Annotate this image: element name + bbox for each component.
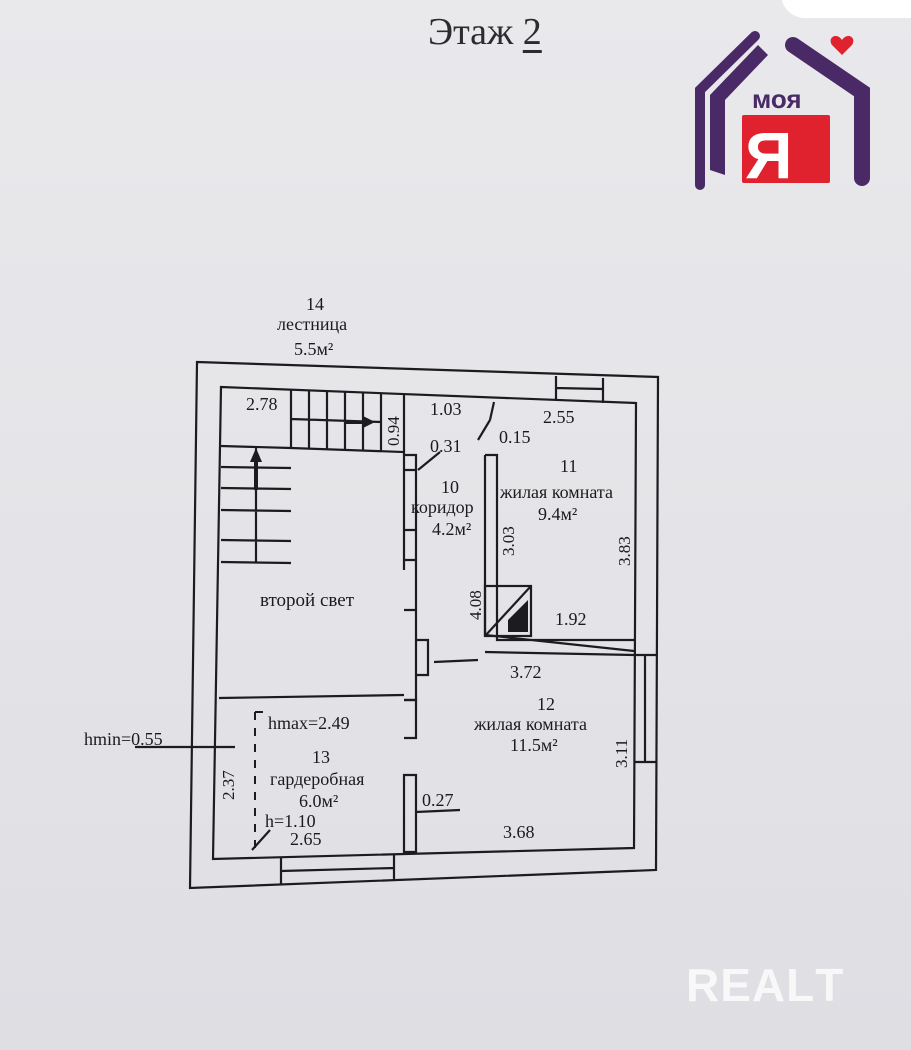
room12-name: жилая комната <box>473 714 587 734</box>
dim-hmin: hmin=0.55 <box>84 729 163 749</box>
corridor-left-wall <box>404 453 430 702</box>
top-window <box>554 376 605 403</box>
inner-wall <box>211 385 638 861</box>
dim-wardrobe-width: 2.65 <box>290 829 322 849</box>
wardrobe-area: 6.0м² <box>299 791 338 811</box>
dim-room11-bottom: 1.92 <box>555 609 587 629</box>
watermark: RЕALТ <box>686 959 845 1011</box>
stair-arrow-right-icon <box>345 416 375 428</box>
room12-door <box>433 650 635 664</box>
right-window <box>634 653 657 764</box>
dim-room12-top: 3.72 <box>510 662 542 682</box>
dashed-lines <box>254 711 270 848</box>
wardrobe-name: гардеробная <box>270 769 364 789</box>
stairs-number: 14 <box>306 294 324 314</box>
room12-bottom-wall <box>415 808 461 814</box>
dim-room11-step: 0.15 <box>499 427 531 447</box>
corridor-area: 4.2м² <box>432 519 471 539</box>
corner-card <box>781 0 911 18</box>
stair-arrows <box>250 416 528 632</box>
corridor-number: 10 <box>441 477 459 497</box>
title-word: Этаж <box>428 11 514 53</box>
corridor-name: коридор <box>411 497 474 517</box>
dim-room11-height: 3.83 <box>615 536 634 566</box>
dim-room11-width: 2.55 <box>543 407 575 427</box>
stairs-name: лестница <box>277 314 347 334</box>
title-number: 2 <box>522 11 542 53</box>
dim-room11-inner: 3.03 <box>499 526 518 556</box>
page-title: Этаж 2 <box>428 10 542 54</box>
dim-h: h=1.10 <box>265 811 316 831</box>
chimney <box>483 584 533 638</box>
dim-room12-height: 3.11 <box>612 739 631 768</box>
dim-room12-bottom: 3.68 <box>503 822 535 842</box>
corridor-door <box>417 401 496 471</box>
dim-stairs-width: 2.78 <box>246 394 278 414</box>
stair-well <box>290 446 406 570</box>
wardrobe-number: 13 <box>312 747 330 767</box>
dim-wardrobe-height: 2.37 <box>219 770 238 800</box>
dim-stairs-depth: 0.94 <box>384 416 403 446</box>
stair-arrow-up-icon <box>250 448 262 490</box>
dim-corridor-height: 4.08 <box>466 590 485 620</box>
double-height-name: второй свет <box>260 590 355 611</box>
chimney-diagonal <box>484 585 532 637</box>
room11-number: 11 <box>560 456 577 476</box>
room12-number: 12 <box>537 694 555 714</box>
room11-name: жилая комната <box>499 482 613 502</box>
chimney-fill <box>508 600 528 632</box>
room11-area: 9.4м² <box>538 504 577 524</box>
room12-area: 11.5м² <box>510 735 558 755</box>
walls <box>135 360 660 890</box>
dim-corridor-step: 0.31 <box>430 436 462 456</box>
dim-hmax: hmax=2.49 <box>268 713 350 733</box>
stairs-area: 5.5м² <box>294 339 333 359</box>
outer-wall <box>188 360 660 890</box>
wardrobe-wall <box>402 698 418 854</box>
double-height-wall <box>218 693 405 700</box>
dim-room12-step: 0.27 <box>422 790 454 810</box>
bottom-window <box>279 855 396 884</box>
dim-corridor-top: 1.03 <box>430 399 462 419</box>
